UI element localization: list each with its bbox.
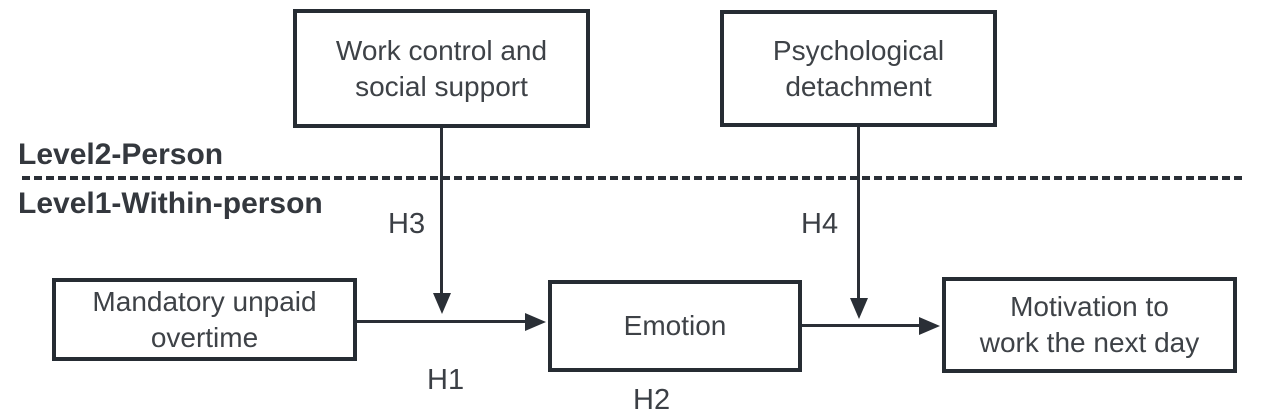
h4-arrowhead-icon (850, 298, 868, 319)
h1-label: H1 (427, 364, 465, 396)
h4-label: H4 (801, 208, 839, 240)
level2-person-label: Level2-Person (18, 138, 224, 171)
h3-arrow-line (440, 128, 443, 296)
h2-arrowhead-icon (919, 317, 940, 335)
h3-arrowhead-icon (433, 293, 451, 314)
work-control-social-support-box: Work control and social support (293, 9, 590, 128)
emotion-box: Emotion (548, 280, 802, 372)
motivation-next-day-box: Motivation to work the next day (942, 277, 1237, 373)
h1-arrowhead-icon (525, 313, 546, 331)
h4-arrow-line (857, 127, 860, 301)
level-divider-dashed-line (22, 176, 1245, 180)
level1-within-person-label: Level1-Within-person (18, 187, 323, 220)
h3-label: H3 (388, 208, 426, 240)
h2-label: H2 (633, 384, 671, 416)
psychological-detachment-box: Psychological detachment (720, 10, 997, 127)
h1-arrow-line (357, 320, 527, 323)
h2-arrow-line (802, 324, 921, 327)
mandatory-unpaid-overtime-box: Mandatory unpaid overtime (52, 278, 357, 361)
